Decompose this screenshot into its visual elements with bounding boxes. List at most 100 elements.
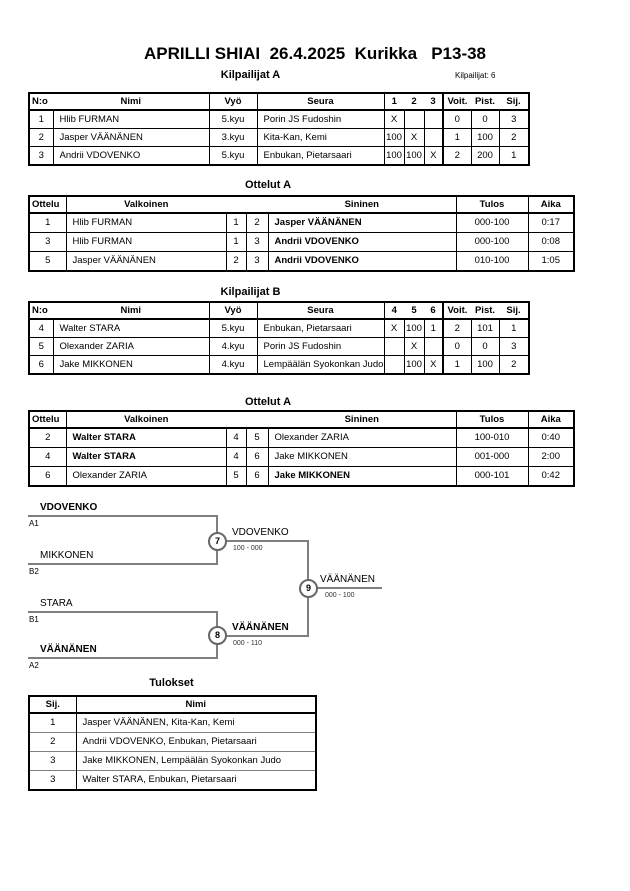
col-header-3: 3 bbox=[424, 92, 443, 111]
cell-wins: 2 bbox=[442, 318, 472, 338]
bracket-match-circle: 9 bbox=[299, 579, 318, 598]
cell-white-name: Hlib FURMAN bbox=[65, 232, 227, 252]
col-header-2: 2 bbox=[404, 92, 424, 111]
cell-wins: 1 bbox=[442, 355, 472, 375]
cell-match-no: 2 bbox=[28, 427, 67, 448]
bracket-score: 100 - 000 bbox=[233, 545, 263, 552]
cell-time: 0:40 bbox=[527, 427, 575, 448]
bracket-line bbox=[28, 611, 218, 613]
table-header-row: Ottelu Valkoinen Sininen Tulos Aika bbox=[28, 195, 575, 214]
cell-belt: 5.kyu bbox=[208, 318, 258, 338]
cell-white-name: Jasper VÄÄNÄNEN bbox=[65, 251, 227, 272]
cell-name: Walter STARA bbox=[52, 318, 210, 338]
section-title-kilpailijat-b: Kilpailijat B bbox=[220, 286, 281, 298]
table-header-row: Ottelu Valkoinen Sininen Tulos Aika bbox=[28, 410, 575, 429]
cell-result: 000-100 bbox=[455, 232, 529, 252]
cell-r1: X bbox=[383, 318, 405, 338]
cell-club: Porin JS Fudoshin bbox=[256, 337, 385, 356]
col-header-aika: Aika bbox=[527, 410, 575, 429]
col-header-spacer bbox=[246, 410, 268, 429]
cell-club: Lempäälän Syokonkan Judo bbox=[256, 355, 385, 375]
table-kilpailijat-b: N:o Nimi Vyö Seura 4 5 6 Voit. Pist. Sij… bbox=[28, 301, 530, 375]
cell-white-name: Olexander ZARIA bbox=[65, 466, 227, 487]
table-row: 3 Hlib FURMAN 1 3 Andrii VDOVENKO 000-10… bbox=[28, 232, 575, 252]
cell-place: 1 bbox=[498, 318, 530, 338]
col-header-aika: Aika bbox=[527, 195, 575, 214]
col-header-valkoinen: Valkoinen bbox=[65, 410, 226, 429]
cell-blue-no: 3 bbox=[245, 232, 269, 252]
cell-name: Jake MIKKONEN bbox=[52, 355, 210, 375]
cell-belt: 4.kyu bbox=[208, 355, 258, 375]
competitors-count: Kilpailijat: 6 bbox=[455, 71, 496, 80]
cell-blue-name: Olexander ZARIA bbox=[267, 427, 457, 448]
cell-r3 bbox=[423, 337, 444, 356]
cell-r3: X bbox=[423, 146, 444, 166]
cell-blue-no: 5 bbox=[245, 427, 269, 448]
cell-result: 010-100 bbox=[455, 251, 529, 272]
cell-club: Enbukan, Pietarsaari bbox=[256, 146, 385, 166]
col-header-valkoinen: Valkoinen bbox=[65, 195, 226, 214]
cell-result: 000-101 bbox=[455, 466, 529, 487]
cell-points: 200 bbox=[470, 146, 500, 166]
col-header-1: 1 bbox=[383, 92, 404, 111]
cell-no: 5 bbox=[28, 337, 54, 356]
bracket-seed-label: A1 bbox=[29, 519, 39, 528]
page-title: APRILLI SHIAI 26.4.2025 Kurikka P13-38 bbox=[143, 44, 487, 63]
cell-r1 bbox=[383, 355, 405, 375]
col-header-sij: Sij. bbox=[499, 301, 530, 320]
bracket-slot-name: VDOVENKO bbox=[40, 502, 98, 513]
cell-blue-no: 6 bbox=[245, 447, 269, 467]
cell-white-no: 2 bbox=[225, 251, 247, 272]
bracket-line bbox=[307, 587, 382, 589]
col-header-sij: Sij. bbox=[28, 695, 77, 714]
cell-place: 2 bbox=[29, 732, 77, 752]
table-header-row: N:o Nimi Vyö Seura 4 5 6 Voit. Pist. Sij… bbox=[28, 301, 530, 320]
cell-place: 1 bbox=[498, 146, 530, 166]
table-row: 6 Olexander ZARIA 5 6 Jake MIKKONEN 000-… bbox=[28, 466, 575, 487]
cell-white-name: Walter STARA bbox=[65, 427, 227, 448]
col-header-seura: Seura bbox=[256, 301, 385, 320]
table-row: 4 Walter STARA 4 6 Jake MIKKONEN 001-000… bbox=[28, 447, 575, 467]
col-header-sininen: Sininen bbox=[268, 195, 457, 214]
cell-blue-name: Jasper VÄÄNÄNEN bbox=[267, 212, 457, 233]
cell-r2: 100 bbox=[403, 146, 425, 166]
cell-name: Walter STARA, Enbukan, Pietarsaari bbox=[76, 770, 316, 790]
col-header-nimi: Nimi bbox=[53, 92, 210, 111]
col-header-5: 5 bbox=[404, 301, 424, 320]
cell-r3: 1 bbox=[423, 318, 444, 338]
cell-match-no: 1 bbox=[28, 212, 67, 233]
cell-wins: 1 bbox=[442, 128, 472, 147]
col-header-nimi: Nimi bbox=[75, 695, 317, 714]
cell-name: Jasper VÄÄNÄNEN, Kita-Kan, Kemi bbox=[76, 712, 316, 733]
table-row: 4 Walter STARA 5.kyu Enbukan, Pietarsaar… bbox=[28, 318, 530, 338]
cell-blue-name: Jake MIKKONEN bbox=[267, 466, 457, 487]
col-header-spacer bbox=[226, 410, 246, 429]
cell-no: 4 bbox=[28, 318, 54, 338]
cell-white-no: 4 bbox=[225, 427, 247, 448]
bracket-seed-label: B1 bbox=[29, 615, 39, 624]
cell-place: 3 bbox=[498, 337, 530, 356]
cell-name: Andrii VDOVENKO bbox=[52, 146, 210, 166]
bracket-winner-name: VDOVENKO bbox=[232, 527, 289, 538]
col-header-tulos: Tulos bbox=[455, 410, 529, 429]
cell-blue-no: 6 bbox=[245, 466, 269, 487]
cell-blue-no: 3 bbox=[245, 251, 269, 272]
cell-place: 3 bbox=[29, 770, 77, 790]
cell-r3 bbox=[423, 109, 444, 129]
cell-time: 2:00 bbox=[527, 447, 575, 467]
cell-no: 1 bbox=[28, 109, 54, 129]
table-ottelut-a: Ottelu Valkoinen Sininen Tulos Aika 1 Hl… bbox=[28, 195, 575, 272]
section-title-kilpailijat-a: Kilpailijat A bbox=[220, 69, 281, 81]
section-title-ottelut-a: Ottelut A bbox=[244, 179, 292, 191]
table-kilpailijat-a: N:o Nimi Vyö Seura 1 2 3 Voit. Pist. Sij… bbox=[28, 92, 530, 166]
table-header-row: Sij. Nimi bbox=[28, 695, 317, 714]
table-row: 1 Hlib FURMAN 5.kyu Porin JS Fudoshin X … bbox=[28, 109, 530, 129]
bracket-score: 000 - 100 bbox=[325, 592, 355, 599]
cell-points: 100 bbox=[470, 355, 500, 375]
col-header-pist: Pist. bbox=[471, 92, 499, 111]
cell-white-no: 5 bbox=[225, 466, 247, 487]
cell-blue-no: 2 bbox=[245, 212, 269, 233]
cell-name: Olexander ZARIA bbox=[52, 337, 210, 356]
bracket-line bbox=[217, 635, 308, 637]
col-header-vyo: Vyö bbox=[208, 301, 258, 320]
